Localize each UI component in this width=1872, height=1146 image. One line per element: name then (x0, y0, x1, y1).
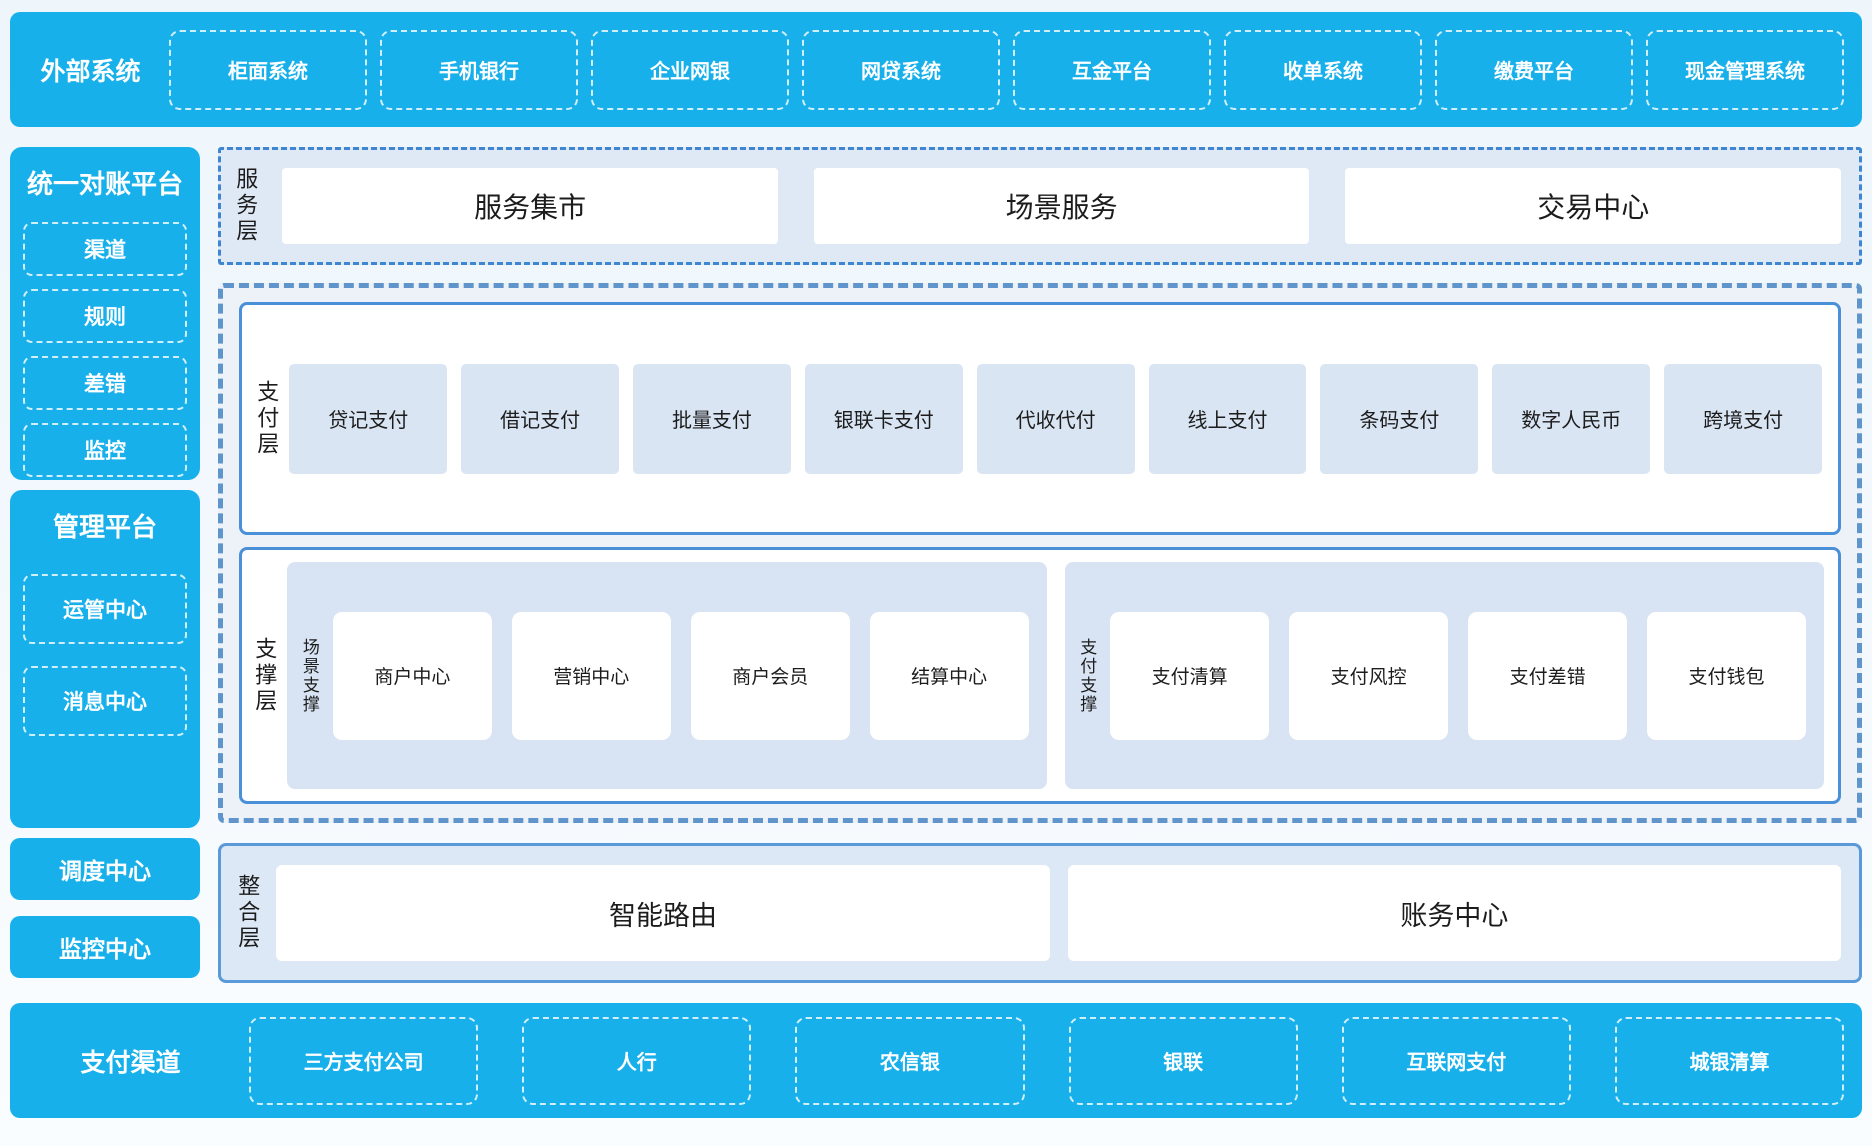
reconciliation-item: 规则 (23, 289, 187, 343)
support-item: 营销中心 (511, 611, 671, 740)
external-system-item: 柜面系统 (169, 29, 367, 110)
integration-item: 智能路由 (276, 865, 1050, 961)
payment-channel-item: 三方支付公司 (249, 1016, 479, 1105)
external-systems-items: 柜面系统 手机银行 企业网银 网贷系统 互金平台 收单系统 缴费平台 现金管理系… (169, 29, 1844, 110)
service-item: 服务集市 (282, 168, 778, 244)
middle-region: 统一对账平台 渠道 规则 差错 监控 管理平台 运管中心 消息中心 调度中心 监… (10, 147, 1862, 983)
payment-layer: 支付层 贷记支付 借记支付 批量支付 银联卡支付 代收代付 线上支付 条码支付 … (239, 302, 1841, 535)
payment-item: 贷记支付 (289, 363, 448, 474)
left-sidebar: 统一对账平台 渠道 规则 差错 监控 管理平台 运管中心 消息中心 调度中心 监… (10, 147, 200, 983)
payment-channel-item: 银联 (1068, 1016, 1298, 1105)
support-item: 支付风控 (1289, 611, 1449, 740)
payment-channels-bar: 支付渠道 三方支付公司 人行 农信银 银联 互联网支付 城银清算 (10, 1003, 1862, 1118)
support-item: 支付差错 (1468, 611, 1628, 740)
management-platform-block: 管理平台 运管中心 消息中心 (10, 490, 200, 828)
service-layer-label: 服务层 (233, 167, 259, 245)
support-item: 支付清算 (1110, 611, 1270, 740)
payment-channels-items: 三方支付公司 人行 农信银 银联 互联网支付 城银清算 (249, 1016, 1845, 1105)
payment-support-label: 支付支撑 (1077, 637, 1097, 714)
management-platform-title: 管理平台 (52, 511, 157, 542)
service-layer-items: 服务集市 场景服务 交易中心 (282, 168, 1841, 244)
scene-support-label: 场景支撑 (299, 637, 319, 714)
service-item: 交易中心 (1345, 168, 1841, 244)
payment-item: 批量支付 (633, 363, 791, 474)
support-item: 结算中心 (869, 611, 1029, 740)
layers-area: 服务层 服务集市 场景服务 交易中心 支付层 贷记支付 借记支付 批量支付 银联… (218, 147, 1862, 983)
external-system-item: 企业网银 (591, 29, 789, 110)
integration-item: 账务中心 (1067, 865, 1842, 961)
support-item: 支付钱包 (1647, 611, 1807, 740)
service-item: 场景服务 (813, 168, 1310, 244)
reconciliation-item: 监控 (23, 423, 187, 477)
external-system-item: 网贷系统 (802, 29, 1000, 110)
reconciliation-item: 渠道 (23, 222, 187, 276)
payment-item: 代收代付 (976, 363, 1135, 474)
service-layer: 服务层 服务集市 场景服务 交易中心 (218, 147, 1862, 265)
payment-channel-item: 互联网支付 (1341, 1016, 1571, 1105)
management-item: 消息中心 (23, 666, 187, 736)
management-item: 运管中心 (23, 574, 187, 644)
reconciliation-platform-block: 统一对账平台 渠道 规则 差错 监控 (10, 147, 200, 480)
payment-support-group: 支付支撑 支付清算 支付风控 支付差错 支付钱包 (1064, 562, 1825, 789)
scene-support-items: 商户中心 营销中心 商户会员 结算中心 (332, 611, 1029, 740)
payment-support-items: 支付清算 支付风控 支付差错 支付钱包 (1110, 611, 1807, 740)
scene-support-group: 场景支撑 商户中心 营销中心 商户会员 结算中心 (287, 562, 1047, 789)
external-system-item: 缴费平台 (1435, 29, 1633, 110)
external-system-item: 现金管理系统 (1646, 29, 1844, 110)
support-item: 商户会员 (690, 611, 850, 740)
payment-support-wrapper: 支付层 贷记支付 借记支付 批量支付 银联卡支付 代收代付 线上支付 条码支付 … (218, 283, 1862, 823)
payment-channels-title: 支付渠道 (80, 1048, 181, 1077)
payment-layer-label: 支付层 (254, 379, 280, 458)
support-layer: 支撑层 场景支撑 商户中心 营销中心 商户会员 结算中心 (239, 547, 1841, 804)
payment-item: 条码支付 (1320, 363, 1479, 474)
payment-layer-items: 贷记支付 借记支付 批量支付 银联卡支付 代收代付 线上支付 条码支付 数字人民… (289, 363, 1823, 474)
payment-item: 跨境支付 (1664, 363, 1823, 474)
integration-layer-items: 智能路由 账务中心 (276, 865, 1842, 961)
external-systems-title: 外部系统 (40, 57, 141, 86)
payment-channel-item: 农信银 (795, 1016, 1025, 1105)
integration-layer: 整合层 智能路由 账务中心 (218, 843, 1862, 983)
payment-item: 线上支付 (1148, 363, 1307, 474)
payment-item: 银联卡支付 (804, 363, 963, 474)
payment-item: 数字人民币 (1492, 363, 1651, 474)
payment-channel-item: 城银清算 (1614, 1016, 1845, 1105)
external-systems-bar: 外部系统 柜面系统 手机银行 企业网银 网贷系统 互金平台 收单系统 缴费平台 … (10, 12, 1862, 127)
payment-item: 借记支付 (461, 363, 620, 474)
payment-channel-item: 人行 (522, 1016, 752, 1105)
external-system-item: 收单系统 (1224, 29, 1422, 110)
dispatch-center-block: 调度中心 (10, 838, 200, 900)
external-system-item: 手机银行 (380, 29, 578, 110)
reconciliation-platform-title: 统一对账平台 (26, 168, 183, 199)
support-layer-label: 支撑层 (252, 636, 278, 715)
support-layer-groups: 场景支撑 商户中心 营销中心 商户会员 结算中心 支付支撑 支付清算 (287, 562, 1825, 789)
integration-layer-label: 整合层 (235, 874, 261, 952)
external-system-item: 互金平台 (1013, 29, 1211, 110)
reconciliation-item: 差错 (23, 356, 187, 410)
support-item: 商户中心 (332, 611, 492, 740)
monitor-center-block: 监控中心 (10, 916, 200, 978)
